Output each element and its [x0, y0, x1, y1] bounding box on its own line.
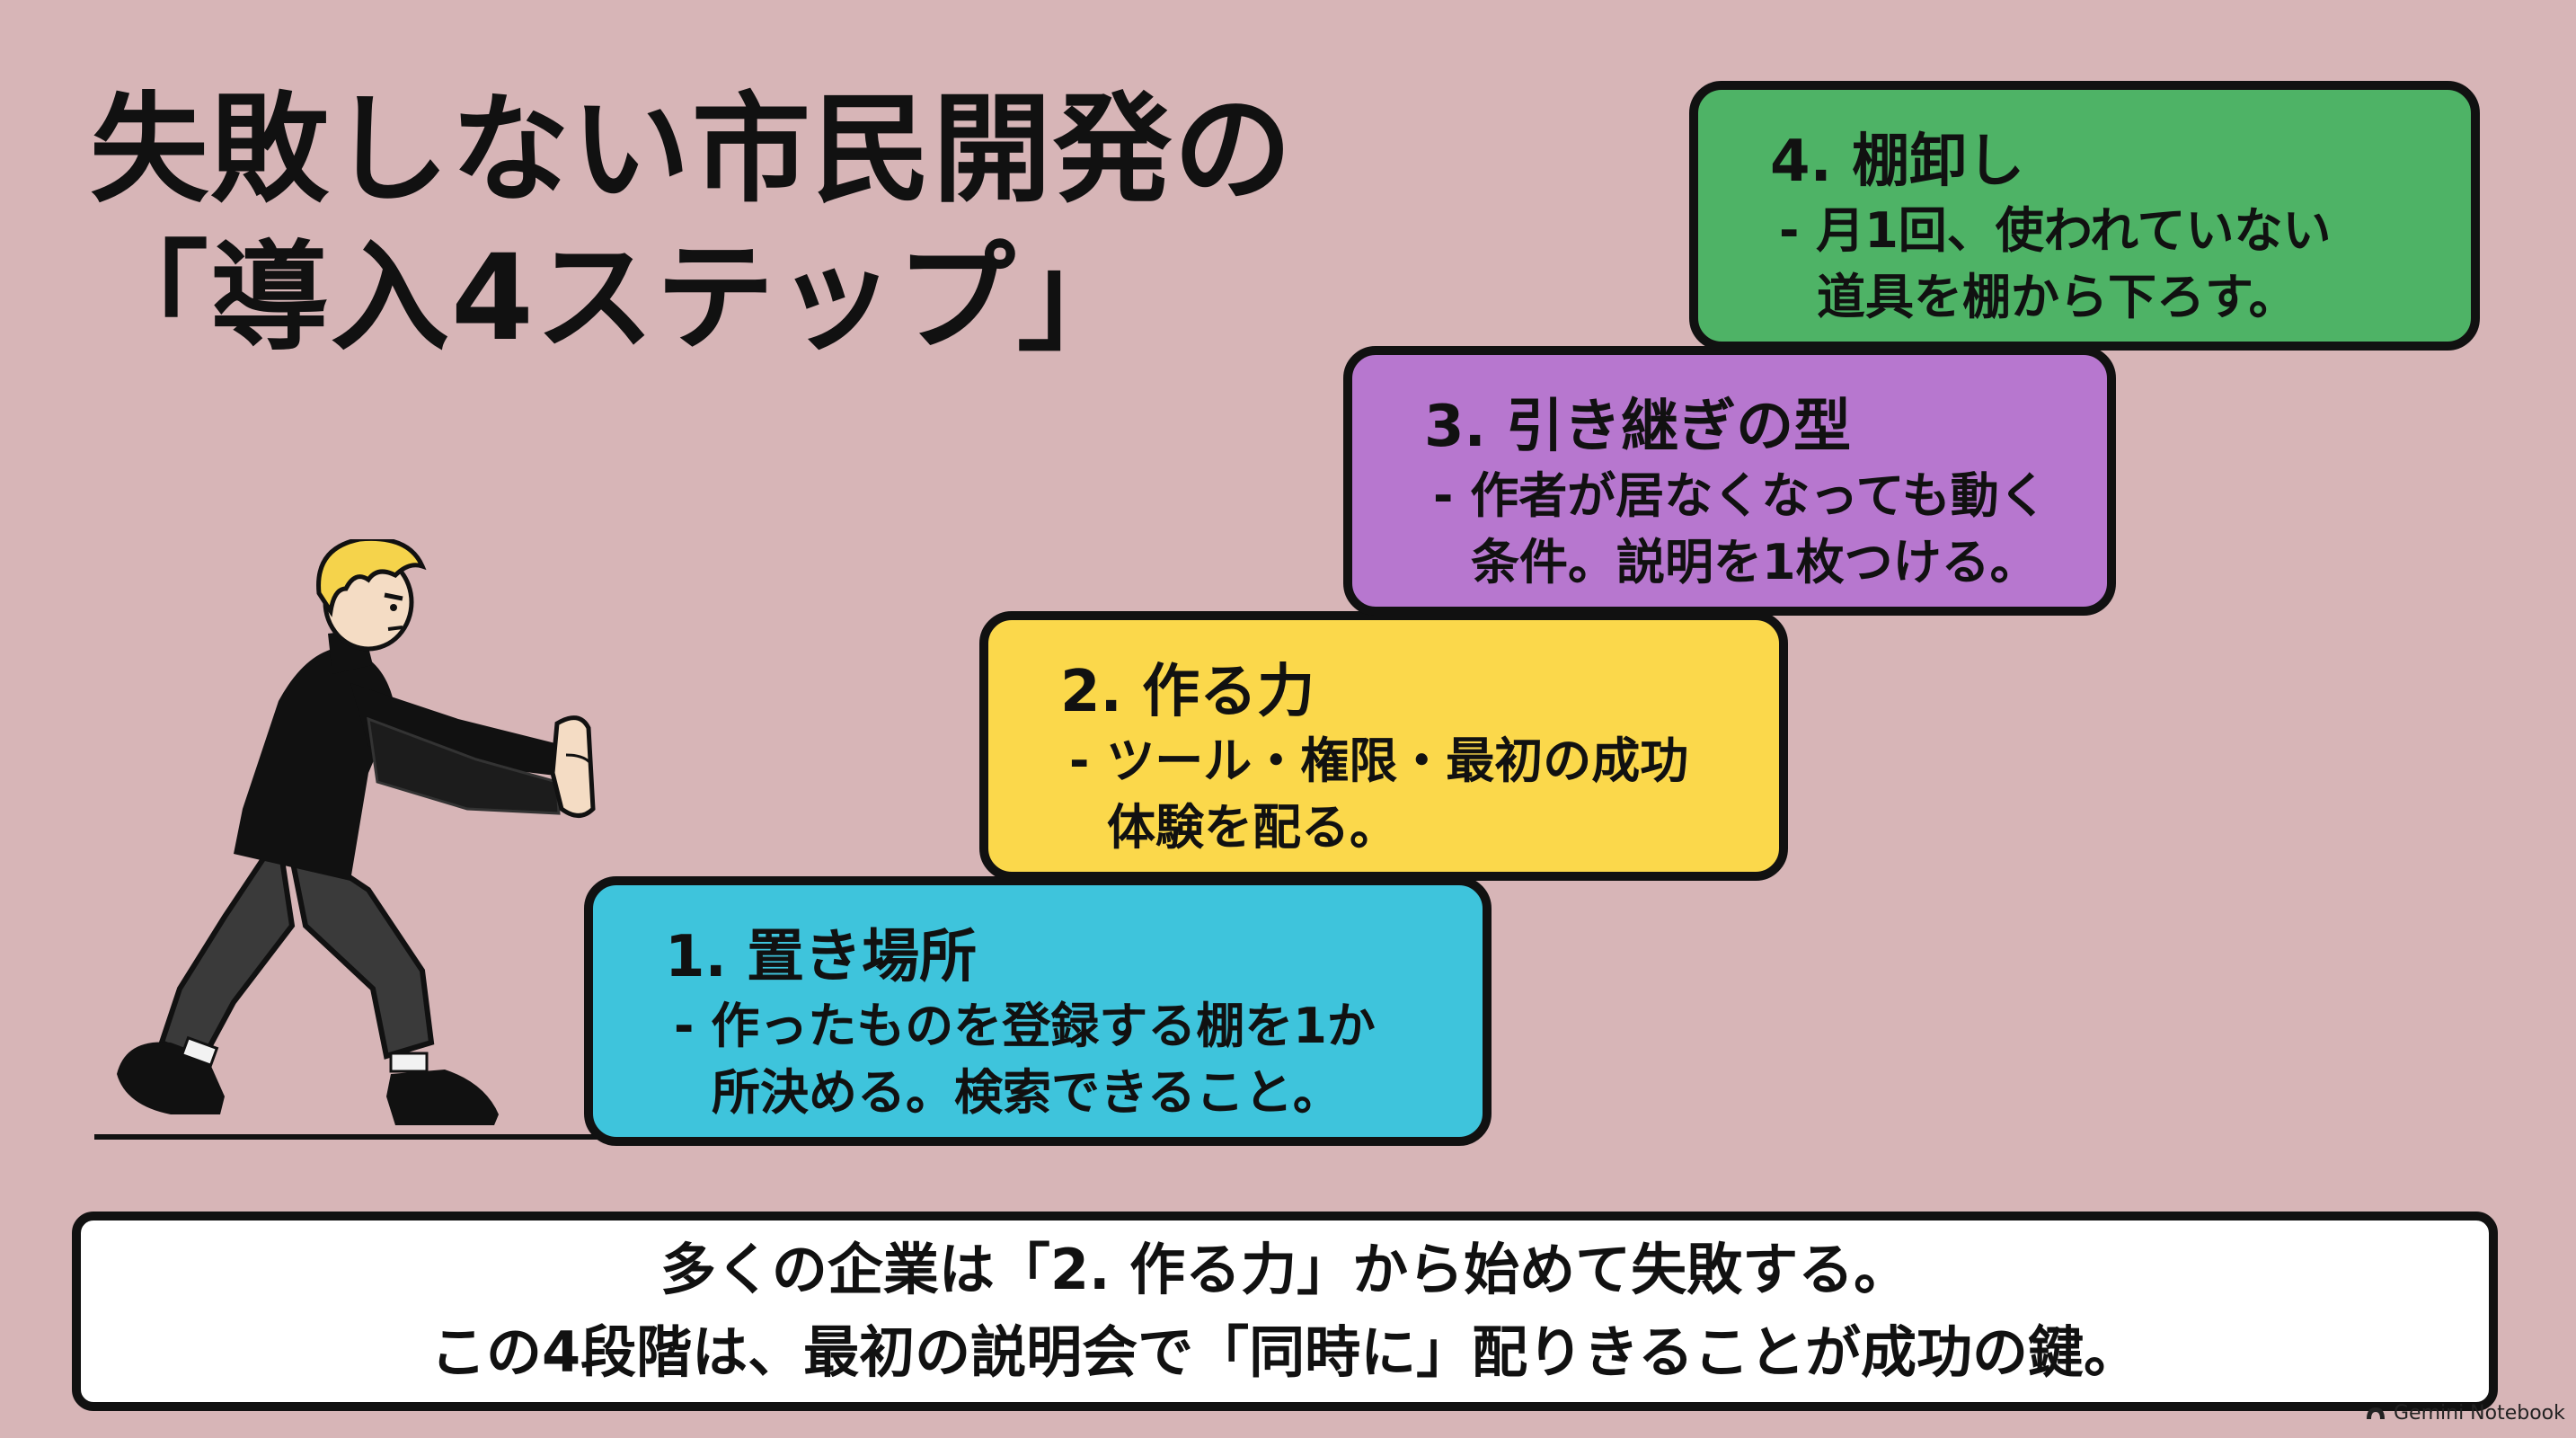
step-card-2: 2. 作る力 - ツール・権限・最初の成功 体験を配る。 — [979, 611, 1788, 881]
step-title: 1. 置き場所 — [665, 924, 978, 990]
summary-box: 多くの企業は「2. 作る力」から始めて失敗する。 この4段階は、最初の説明会で「… — [72, 1212, 2498, 1411]
title-line-1: 失敗しない市民開発の — [90, 81, 1294, 219]
watermark-badge: Gemini Notebook — [2365, 1395, 2565, 1431]
step-card-1: 1. 置き場所 - 作ったものを登録する棚を1か 所決める。検索できること。 — [584, 876, 1492, 1146]
step-desc-line-2: 所決める。検索できること。 — [712, 1064, 1341, 1121]
summary-line-1: 多くの企業は「2. 作る力」から始めて失敗する。 — [659, 1237, 1910, 1302]
step-desc-line-1: - 月1回、使われていない — [1779, 202, 2332, 259]
step-description: - ツール・権限・最初の成功 体験を配る。 — [1069, 728, 1779, 861]
step-desc-line-1: - 作者が居なくなっても動く — [1433, 467, 2048, 524]
page-title: 失敗しない市民開発の 「導入4ステップ」 — [90, 76, 1294, 373]
step-title: 4. 棚卸し — [1770, 129, 2025, 195]
notebook-logo-icon — [2367, 1407, 2385, 1419]
step-desc-line-1: - ツール・権限・最初の成功 — [1069, 732, 1689, 789]
step-desc-line-1: - 作ったものを登録する棚を1か — [674, 998, 1376, 1054]
step-title: 3. 引き継ぎの型 — [1424, 394, 1852, 460]
watermark-label: Gemini Notebook — [2394, 1401, 2565, 1425]
ground-line — [94, 1134, 598, 1140]
step-description: - 作者が居なくなっても動く 条件。説明を1枚つける。 — [1433, 463, 2107, 596]
step-title: 2. 作る力 — [1060, 659, 1315, 725]
title-line-2: 「導入4ステップ」 — [90, 229, 1138, 368]
person-pushing-icon — [117, 539, 596, 1125]
step-card-4: 4. 棚卸し - 月1回、使われていない 道具を棚から下ろす。 — [1689, 81, 2480, 351]
step-desc-line-2: 道具を棚から下ろす。 — [1817, 269, 2297, 325]
summary-line-2: この4段階は、最初の説明会で「同時に」配りきることが成功の鍵。 — [430, 1319, 2139, 1385]
step-desc-line-2: 条件。説明を1枚つける。 — [1471, 534, 2039, 590]
step-description: - 月1回、使われていない 道具を棚から下ろす。 — [1779, 198, 2471, 331]
step-card-3: 3. 引き継ぎの型 - 作者が居なくなっても動く 条件。説明を1枚つける。 — [1343, 346, 2116, 616]
step-desc-line-2: 体験を配る。 — [1107, 799, 1398, 856]
step-description: - 作ったものを登録する棚を1か 所決める。検索できること。 — [674, 993, 1483, 1126]
